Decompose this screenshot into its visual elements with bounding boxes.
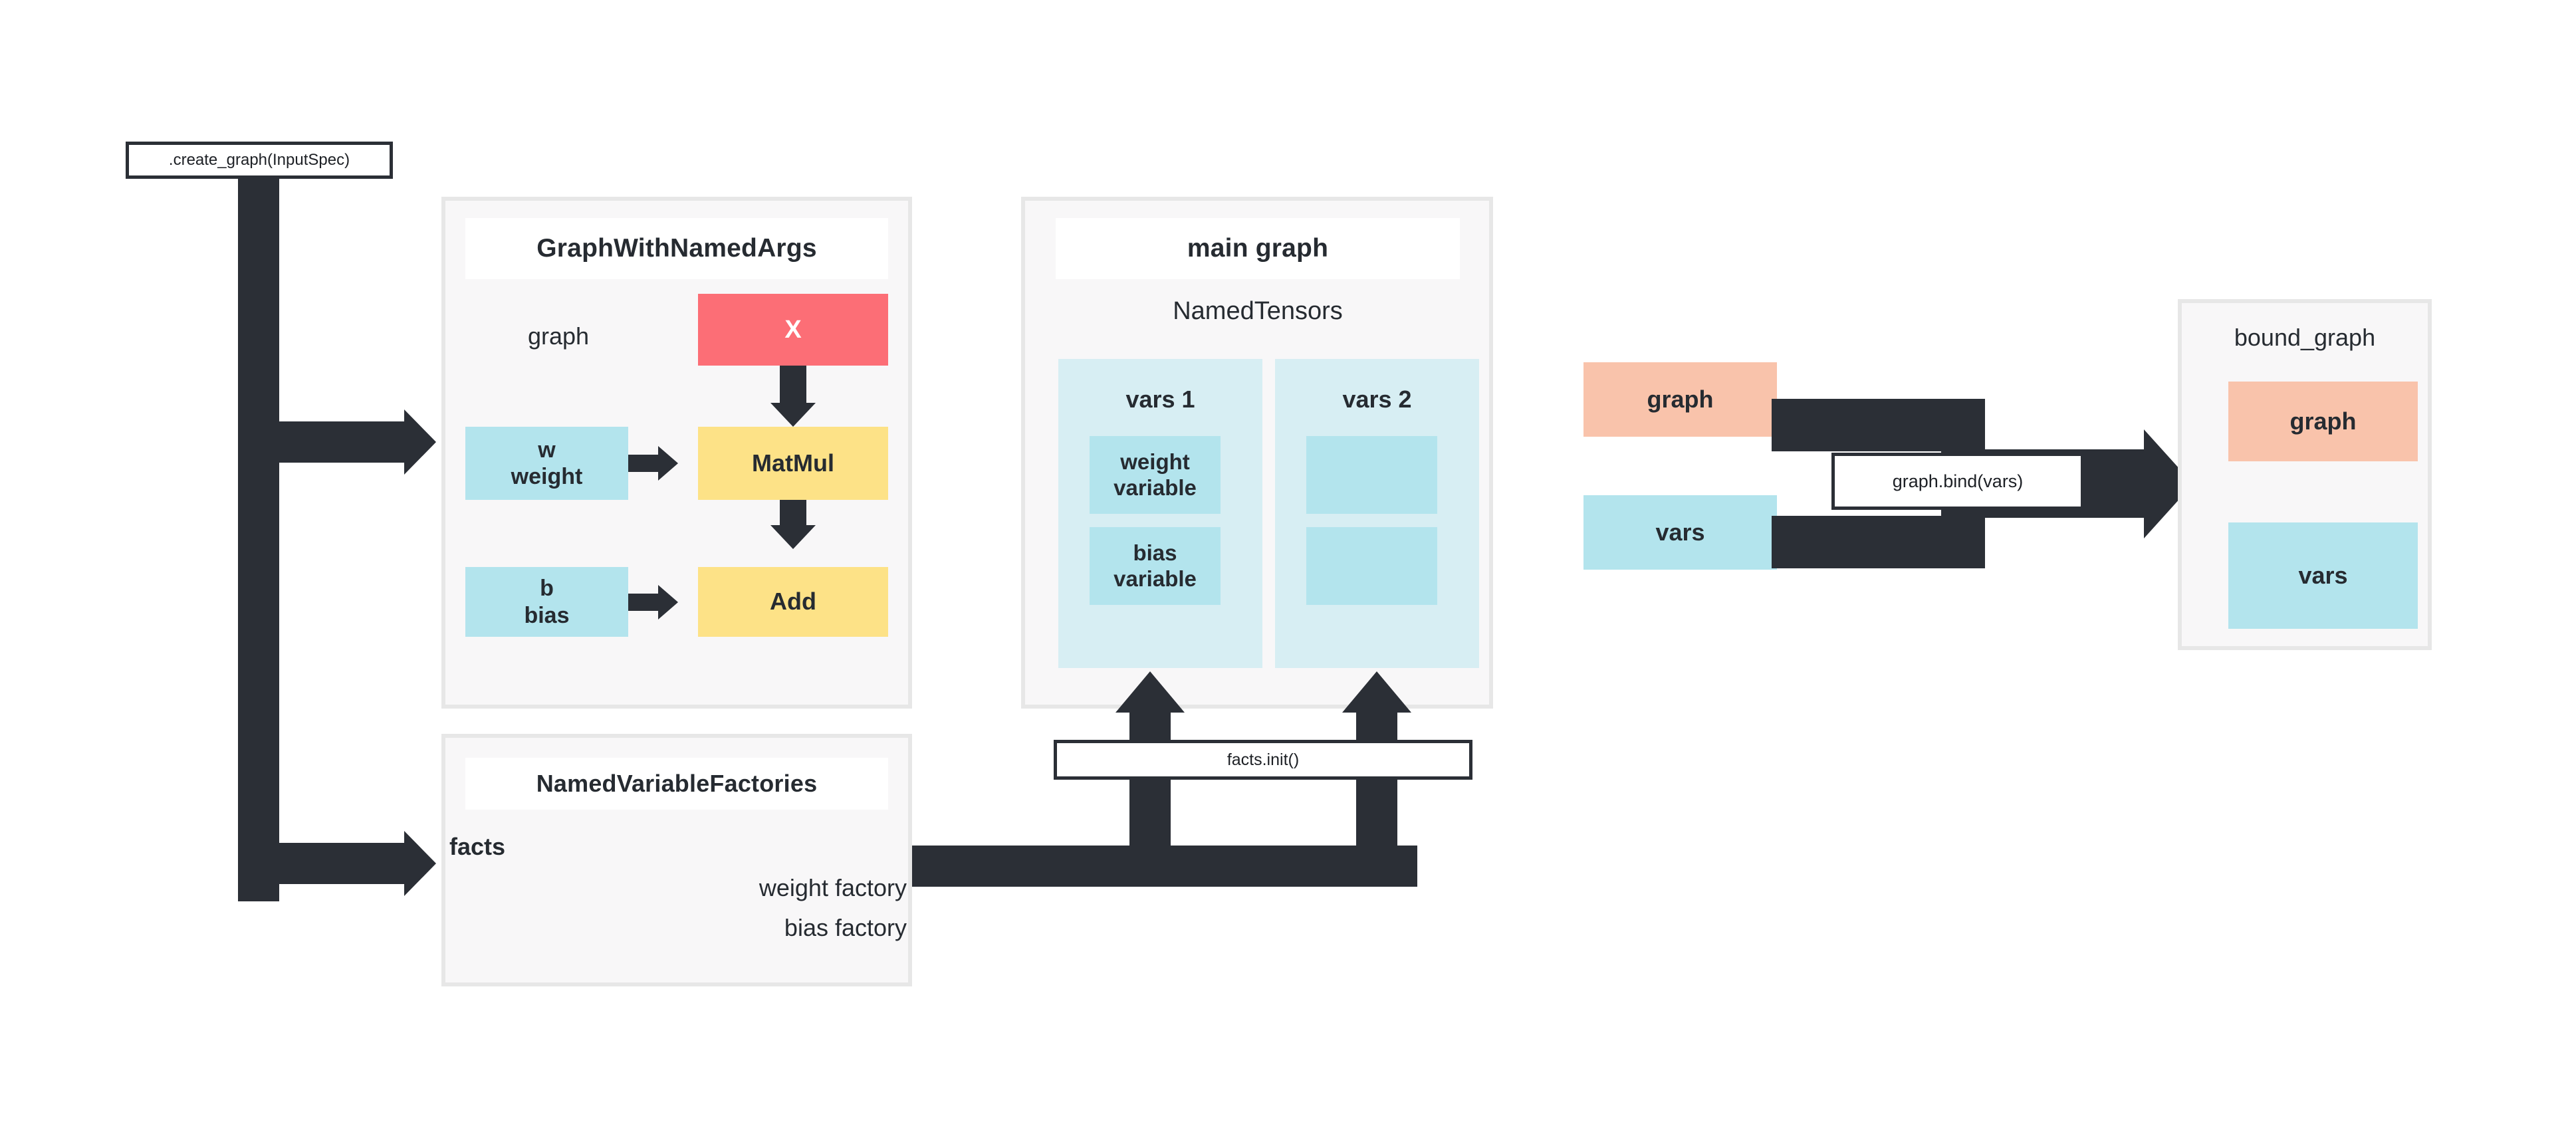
node-x-label: X: [784, 315, 802, 344]
group-vars-2-item-1[interactable]: [1306, 436, 1437, 514]
facts-init-left-riser: [1129, 713, 1171, 887]
bound-graph-node-vars-label: vars: [2298, 561, 2348, 589]
facts-init-right-riser: [1356, 713, 1397, 887]
create-graph-callout-label: .create_graph(InputSpec): [168, 151, 350, 169]
node-matmul[interactable]: MatMul: [698, 427, 888, 500]
edge-weight-to-matmul-stem: [628, 455, 658, 472]
group-vars-2-label: vars 2: [1342, 386, 1412, 413]
node-weight-label: w weight: [511, 437, 583, 489]
named-variable-factories-field-label: facts: [449, 833, 506, 860]
node-add-label: Add: [770, 588, 816, 616]
create-graph-trunk-vertical: [238, 178, 279, 901]
bind-edge-vars-arm: [1772, 516, 1951, 568]
bound-graph-title: bound_graph: [2234, 324, 2376, 351]
graph-with-named-args-field-label: graph: [527, 322, 590, 350]
edge-x-to-matmul-stem: [780, 366, 806, 403]
named-variable-factories-title: NamedVariableFactories: [536, 770, 818, 797]
bind-edge-graph-arm: [1772, 399, 1951, 451]
bound-graph-node-graph-label: graph: [2289, 407, 2357, 435]
graph-with-named-args-title: GraphWithNamedArgs: [536, 234, 817, 263]
create-graph-branch-one-arrowhead: [404, 409, 436, 475]
bound-graph-node-graph[interactable]: graph: [2228, 382, 2418, 461]
factory-entry-weight: weight factory: [759, 874, 907, 901]
named-variable-factories-title-bar: NamedVariableFactories: [465, 758, 888, 810]
node-add[interactable]: Add: [698, 567, 888, 637]
facts-init-left-arrowhead: [1115, 671, 1185, 713]
standalone-node-vars[interactable]: vars: [1583, 495, 1777, 570]
graph-with-named-args-title-bar: GraphWithNamedArgs: [465, 218, 888, 279]
graph-bind-callout[interactable]: graph.bind(vars): [1831, 453, 2084, 510]
standalone-node-graph[interactable]: graph: [1583, 362, 1777, 437]
edge-weight-to-matmul-arrowhead: [658, 446, 678, 481]
create-graph-branch-two-arrowhead: [404, 831, 436, 896]
group-vars-2-item-2[interactable]: [1306, 527, 1437, 605]
group-vars-1-item-weight-variable[interactable]: weight variable: [1090, 436, 1221, 514]
edge-bias-to-add-stem: [628, 594, 658, 611]
group-vars-1-item-bias-variable[interactable]: bias variable: [1090, 527, 1221, 605]
facts-init-right-arrowhead: [1342, 671, 1411, 713]
edge-matmul-to-add-stem: [780, 500, 806, 525]
standalone-node-graph-label: graph: [1647, 385, 1714, 413]
node-weight[interactable]: w weight: [465, 427, 628, 500]
standalone-node-vars-label: vars: [1655, 518, 1705, 546]
create-graph-branch-two-stem: [238, 843, 404, 884]
edge-bias-to-add-arrowhead: [658, 585, 678, 620]
main-graph-title-bar: main graph: [1056, 218, 1460, 279]
node-matmul-label: MatMul: [752, 449, 834, 477]
factory-entry-bias: bias factory: [784, 914, 907, 941]
main-graph-subtitle: NamedTensors: [1173, 296, 1343, 325]
node-x[interactable]: X: [698, 294, 888, 366]
edge-x-to-matmul-arrowhead: [770, 403, 816, 427]
create-graph-branch-one-stem: [238, 421, 404, 463]
facts-init-callout-label: facts.init(): [1227, 750, 1300, 769]
node-bias-label: b bias: [524, 576, 570, 628]
bound-graph-node-vars[interactable]: vars: [2228, 522, 2418, 629]
graph-bind-callout-label: graph.bind(vars): [1892, 471, 2024, 491]
create-graph-callout[interactable]: .create_graph(InputSpec): [126, 142, 393, 179]
main-graph-title: main graph: [1187, 234, 1329, 263]
edge-matmul-to-add-arrowhead: [770, 525, 816, 549]
group-vars-1-label: vars 1: [1125, 386, 1195, 413]
node-bias[interactable]: b bias: [465, 567, 628, 637]
facts-init-callout[interactable]: facts.init(): [1054, 740, 1472, 780]
